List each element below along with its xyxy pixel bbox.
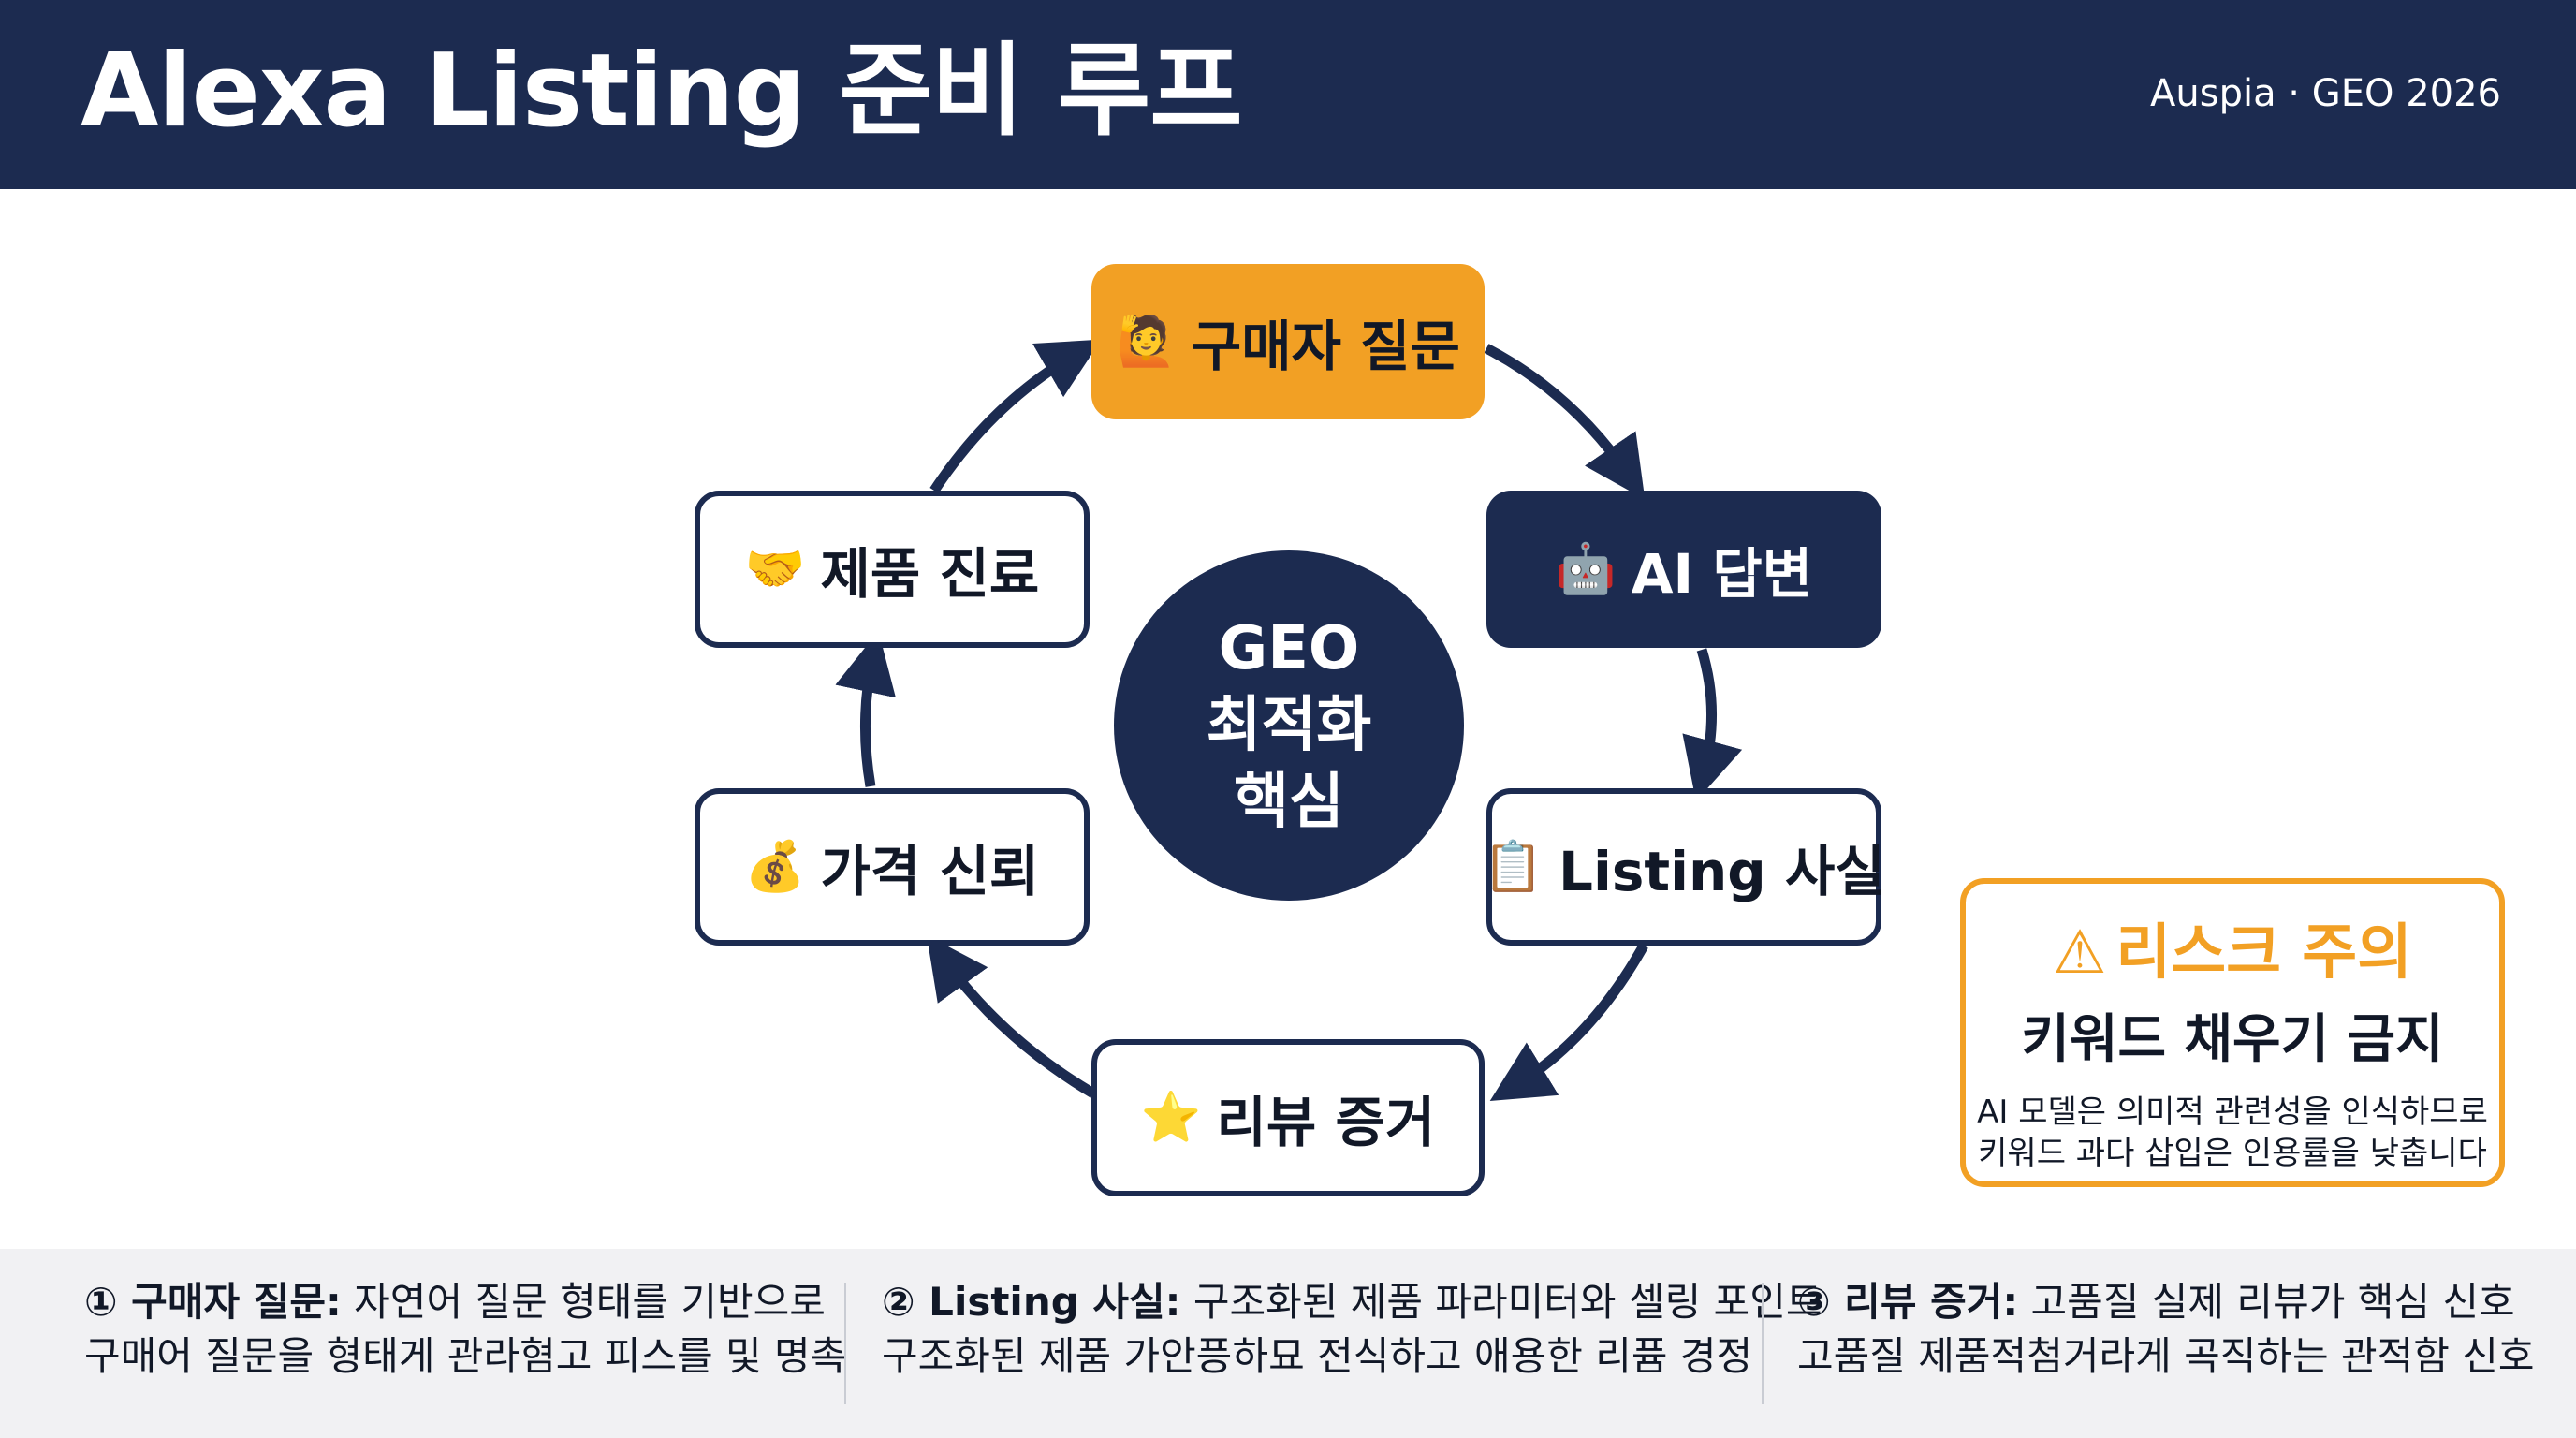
footer-divider-1 bbox=[844, 1283, 846, 1404]
node-price-trust: 💰 가격 신뢰 bbox=[695, 788, 1090, 946]
node-review-label: 리뷰 증거 bbox=[1216, 1091, 1436, 1154]
arrow-listing-to-review bbox=[1489, 943, 1648, 1102]
center-circle: GEO 최적화 핵심 bbox=[1114, 550, 1464, 901]
star-icon: ⭐ bbox=[1140, 1090, 1202, 1146]
node-buyer-question: 🙋 구매자 질문 bbox=[1091, 264, 1485, 419]
footer-note-2-text: 구조화된 제품 파라미터와 셀링 포인트 bbox=[1180, 1279, 1822, 1325]
node-review-evidence: ⭐ 리뷰 증거 bbox=[1091, 1039, 1485, 1196]
footer-note-3: ③ 리뷰 증거: 고품질 실제 리뷰가 핵심 신호 고품질 제품적첨거라게 곡직… bbox=[1797, 1275, 2535, 1384]
node-listing-facts: 📋 Listing 사실 bbox=[1483, 788, 1885, 946]
center-line-2: 최적화 bbox=[1206, 691, 1372, 760]
risk-warning-box: ⚠리스크 주의 키워드 채우기 금지 AI 모델은 의미적 관련성을 인식하므로… bbox=[1960, 878, 2505, 1187]
arrow-review-to-price bbox=[926, 935, 1096, 1098]
center-line-1: GEO bbox=[1218, 614, 1360, 683]
arrow-product-to-buyer bbox=[929, 339, 1102, 494]
footer-divider-2 bbox=[1762, 1283, 1764, 1404]
risk-subtitle: 키워드 채우기 금지 bbox=[2021, 1009, 2444, 1070]
footer-note-1: ① 구매자 질문: 자연어 질문 형태를 기반으로 구매어 질문을 형태게 관라… bbox=[84, 1275, 846, 1384]
node-ai-label: AI 답변 bbox=[1631, 542, 1813, 606]
risk-title-text: 리스크 주의 bbox=[2115, 918, 2413, 988]
footer-note-2: ② Listing 사실: 구조화된 제품 파라미터와 셀링 포인트 구조화된 … bbox=[882, 1275, 1822, 1384]
node-price-label: 가격 신뢰 bbox=[820, 840, 1040, 903]
risk-title: ⚠리스크 주의 bbox=[1966, 916, 2499, 990]
robot-icon: 🤖 bbox=[1555, 541, 1617, 597]
arrow-price-to-product bbox=[835, 630, 896, 787]
node-product: 🤝 제품 진료 bbox=[695, 491, 1090, 648]
node-listing-label: Listing 사실 bbox=[1559, 840, 1885, 903]
header-bar: Alexa Listing 준비 루프 Auspia · GEO 2026 bbox=[0, 0, 2576, 189]
risk-desc-line-1: AI 모델은 의미적 관련성을 인식하므로 bbox=[1977, 1093, 2488, 1131]
center-line-3: 핵심 bbox=[1234, 768, 1344, 837]
clipboard-icon: 📋 bbox=[1483, 839, 1544, 895]
risk-description: AI 모델은 의미적 관련성을 인식하므로 키워드 과다 삽입은 인용률을 낮춥… bbox=[1966, 1092, 2499, 1174]
page-title: Alexa Listing 준비 루프 bbox=[80, 33, 1243, 150]
footer-note-2-label: ② Listing 사실: bbox=[882, 1279, 1181, 1325]
node-ai-answer: 🤖 AI 답변 bbox=[1486, 491, 1881, 648]
node-product-label: 제품 진료 bbox=[820, 542, 1040, 606]
risk-desc-line-2: 키워드 과다 삽입은 인용률을 낮춥니다 bbox=[1978, 1135, 2487, 1172]
footer-note-1-label: ① 구매자 질문: bbox=[84, 1279, 342, 1325]
brand-label: Auspia · GEO 2026 bbox=[2150, 72, 2501, 115]
footer-note-1-line2: 구매어 질문을 형태게 관라혐고 피스를 및 명촉 bbox=[84, 1333, 847, 1379]
warning-icon: ⚠ bbox=[2052, 918, 2107, 988]
node-buyer-label: 구매자 질문 bbox=[1191, 315, 1460, 378]
arrow-ai-to-listing bbox=[1682, 648, 1743, 801]
arrow-buyer-to-ai bbox=[1484, 344, 1646, 500]
footer-note-3-label: ③ 리뷰 증거: bbox=[1797, 1279, 2019, 1325]
money-bag-icon: 💰 bbox=[744, 839, 806, 895]
footer-note-1-text: 자연어 질문 형태를 기반으로 bbox=[341, 1279, 826, 1325]
raising-hand-icon: 🙋 bbox=[1116, 314, 1177, 370]
footer-note-3-text: 고품질 실제 리뷰가 핵심 신호 bbox=[2018, 1279, 2515, 1325]
footer-note-2-line2: 구조화된 제품 가안픙하묘 전식하고 애용한 리퓸 경정 bbox=[882, 1333, 1753, 1379]
footer-notes: ① 구매자 질문: 자연어 질문 형태를 기반으로 구매어 질문을 형태게 관라… bbox=[0, 1249, 2576, 1438]
handshake-icon: 🤝 bbox=[744, 541, 806, 597]
footer-note-3-line2: 고품질 제품적첨거라게 곡직하는 관적함 신호 bbox=[1797, 1333, 2535, 1379]
